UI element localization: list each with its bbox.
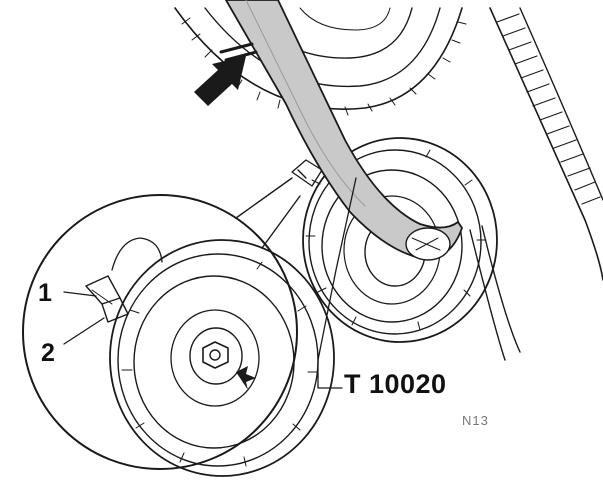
figure-mark: N13 [462, 413, 489, 428]
timing-belt [469, 7, 603, 361]
callout-2: 2 [41, 339, 55, 367]
callout-1: 1 [38, 279, 52, 307]
tensioner-pulley-detail [85, 237, 335, 477]
alignment-arrow-icon [236, 366, 256, 390]
detail-view-circle [22, 177, 301, 470]
callout-leaders [63, 177, 357, 389]
turn-direction-arrow-icon [194, 42, 258, 106]
tool-label: T 10020 [344, 369, 447, 399]
wrench-tool [225, 0, 463, 261]
